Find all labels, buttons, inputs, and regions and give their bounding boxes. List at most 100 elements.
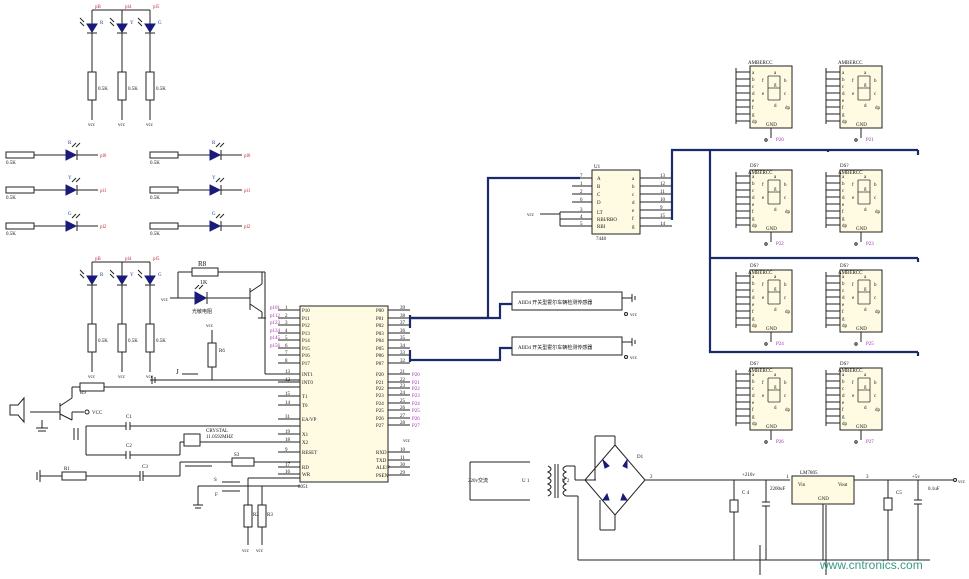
mcu-pin-number: 12 xyxy=(285,378,291,383)
hall-sensor-1: AIID4 开关型霍尔车辆检测传感器 vcc xyxy=(511,291,638,318)
segment-digit-icon xyxy=(767,377,781,403)
r8-value: 1K xyxy=(200,280,208,286)
led-net-label: pB xyxy=(95,257,102,262)
mcu-pin-name: P27 xyxy=(376,424,384,429)
mcu-pin-name: PSEN xyxy=(376,474,389,479)
mcu-pin-name: P21 xyxy=(376,381,384,386)
led-icon xyxy=(86,275,98,285)
node-2-label: 2 xyxy=(650,475,653,480)
display-pin-label: a xyxy=(842,373,845,378)
display-body xyxy=(749,269,793,333)
mcu-pin-number: 3 xyxy=(285,321,288,326)
display-pin-label: f xyxy=(752,310,754,315)
display-pin-label: f xyxy=(752,210,754,215)
decoder-input-name: D xyxy=(597,201,601,206)
mcu-pin-name: ALE/P xyxy=(376,466,390,471)
segment-letter: d xyxy=(774,104,777,109)
led-icon xyxy=(209,184,222,196)
display-pin-label: a xyxy=(752,373,755,378)
mcu-pin-name: P17 xyxy=(302,362,310,367)
segment-letter: a xyxy=(864,175,867,180)
led-resistor xyxy=(117,323,127,353)
mcu-pin-number: 35 xyxy=(400,336,406,341)
display-part: AMBERCC xyxy=(838,171,863,176)
mcu-pin-name: P22 xyxy=(376,387,384,392)
led-row-color: R xyxy=(68,141,72,146)
mcu-pin-number: 22 xyxy=(400,378,406,383)
hall-sensor-vcc: vcc xyxy=(630,313,638,318)
segment-letter: e xyxy=(762,92,765,97)
segment-letter: dp xyxy=(875,408,881,413)
decoder-ctrl-name: RBI xyxy=(597,225,606,230)
display-pin-label: dp xyxy=(752,422,758,427)
segment-letter: dp xyxy=(785,106,791,111)
mcu-pin-net: P21 xyxy=(412,381,420,386)
led-icon xyxy=(209,220,222,232)
display-part: AMBERCC xyxy=(748,271,773,276)
led-row-resistor-value: 0.5K xyxy=(150,196,160,201)
mcu-pin-number: 30 xyxy=(400,463,406,468)
led-row-resistor xyxy=(149,151,179,159)
display-pin-label: g xyxy=(752,415,755,420)
r3-label: R3 xyxy=(267,513,273,518)
display-pin-label: d xyxy=(842,196,845,201)
mcu-pin-name: P20 xyxy=(376,373,384,378)
hall-sensor-2: AIID4 开关型霍尔车辆检测传感器 vcc xyxy=(511,336,638,361)
regulator-vin: Vin xyxy=(798,483,806,488)
decoder-output-num: 12 xyxy=(660,182,666,187)
watermark-text: www.cntronics.com xyxy=(819,558,923,572)
segment-letter: g xyxy=(864,385,867,390)
led-icon xyxy=(209,149,222,161)
buzzer-icon xyxy=(9,396,25,424)
crystal-freq-label: 11.0592MHZ xyxy=(206,435,233,440)
segment-letter: f xyxy=(762,283,764,288)
decoder-output-name: e xyxy=(632,209,635,214)
decoder-output-name: f xyxy=(632,217,634,222)
decoder-input-name: B xyxy=(597,185,601,190)
resistor-r2 xyxy=(243,504,253,528)
led-resistor xyxy=(145,71,155,101)
display-gnd-label: GND xyxy=(856,425,867,430)
display-body xyxy=(839,367,883,431)
led-icon xyxy=(65,149,78,161)
r2-vcc-label: vcc xyxy=(242,549,250,554)
led-vcc-label: vcc xyxy=(118,375,126,380)
display-pin-label: dp xyxy=(752,120,758,125)
led-resistor-value: 0.5K xyxy=(98,87,108,92)
led-row-resistor xyxy=(5,151,35,159)
segment-letter: c xyxy=(874,296,877,301)
display-pin-label: a xyxy=(842,275,845,280)
led-color-label: Y xyxy=(130,273,134,278)
display-pin-label: b xyxy=(752,78,755,83)
display-pin-label: f xyxy=(842,210,844,215)
r1-label: R1 xyxy=(64,467,70,472)
mcu-pin-name: P02 xyxy=(376,324,384,329)
display-gnd-label: GND xyxy=(766,425,777,430)
mcu-pin-number: 2 xyxy=(285,314,288,319)
segment-letter: b xyxy=(874,79,877,84)
resistor-r6 xyxy=(207,342,217,368)
segment-letter: e xyxy=(762,196,765,201)
led-icon xyxy=(144,275,156,285)
mcu-pin-name: P25 xyxy=(376,409,384,414)
display-pin-label: c xyxy=(752,387,755,392)
led-color-label: Y xyxy=(130,21,134,26)
led-row-resistor-value: 0.5K xyxy=(150,161,160,166)
mcu-pin-number: 26 xyxy=(400,406,406,411)
mcu-pin-net: P27 xyxy=(412,424,420,429)
display-gnd-label: GND xyxy=(766,227,777,232)
mcu-pin-name: INT1 xyxy=(302,373,313,378)
hall-sensor-label: AIID4 开关型霍尔车辆检测传感器 xyxy=(518,299,592,306)
led-row-port: pl0 xyxy=(244,154,251,159)
led-vcc-label: vcc xyxy=(118,123,126,128)
segment-digit-icon xyxy=(857,279,871,305)
display-pin-label: d xyxy=(842,92,845,97)
mcu-pin-name: P04 xyxy=(376,339,384,344)
segment-digit-icon xyxy=(857,179,871,205)
display-pin-label: f xyxy=(842,310,844,315)
mcu-pin-number: 8 xyxy=(285,359,288,364)
